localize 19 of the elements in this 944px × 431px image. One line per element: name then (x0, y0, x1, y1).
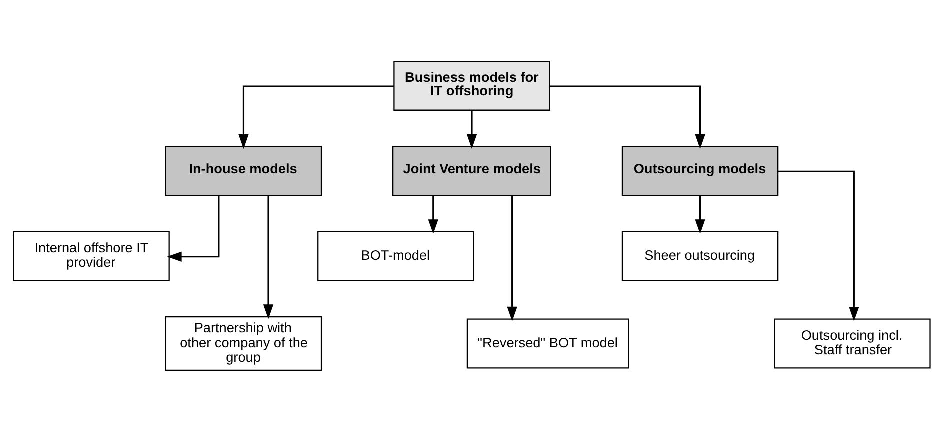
node-box: Outsourcing incl. Staff transfer (774, 318, 931, 368)
node-box: BOT-model (318, 230, 474, 281)
arrow (507, 195, 518, 321)
node-box: Business models for IT offshoring (394, 60, 550, 110)
arrow (167, 195, 220, 262)
arrow (238, 85, 394, 149)
node-box: Joint Venture models (392, 146, 552, 196)
node-box: Internal offshore IT provider (13, 230, 170, 281)
arrow (778, 170, 860, 322)
node-box: Partnership with other company of the group (165, 316, 322, 371)
node-box: Outsourcing models (622, 146, 779, 196)
node-box: "Reversed" BOT model (466, 318, 630, 368)
node-box: In-house models (165, 146, 322, 196)
node-box: Sheer outsourcing (622, 230, 779, 281)
arrow (263, 195, 274, 319)
arrow (550, 85, 706, 149)
arrow (428, 195, 438, 234)
arrow (466, 110, 478, 148)
arrow (695, 195, 706, 234)
